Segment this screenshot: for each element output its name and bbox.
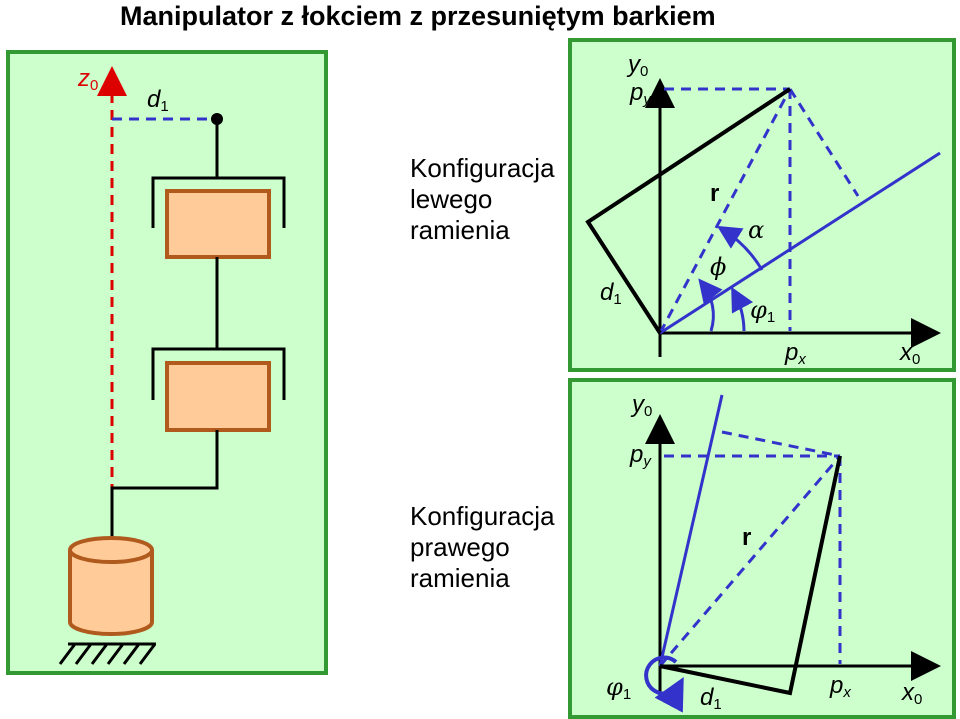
tr-phi1-label: φ1 — [750, 296, 775, 326]
ground-hatch — [58, 642, 157, 665]
page-title: Manipulator z łokciem z przesuniętym bar… — [120, 1, 716, 31]
br-phi1-arc — [644, 655, 684, 713]
br-phi1-label: φ1 — [606, 673, 631, 703]
top-right-panel: y0 py px x0 r α ϕ — [568, 38, 956, 372]
tr-perp-dash — [788, 88, 860, 197]
joint-lower-bracket — [151, 347, 286, 400]
tr-y0-label: y0 — [626, 51, 648, 80]
joint-lower — [165, 361, 271, 432]
tr-d1-label: d1 — [600, 279, 622, 308]
br-px-label: px — [829, 672, 851, 701]
joint-upper-bracket — [151, 176, 286, 228]
caption-left-arm: Konfiguracja lewego ramienia — [410, 153, 562, 245]
tr-r-label: r — [710, 180, 719, 207]
br-arm — [659, 455, 842, 696]
tr-phi1-arc — [731, 286, 754, 332]
tr-alpha-label: α — [748, 216, 764, 244]
br-d1-label: d1 — [700, 684, 722, 713]
br-y0-label: y0 — [630, 391, 652, 420]
tr-py-label: py — [629, 79, 652, 108]
left-panel: z0 d1 — [6, 50, 328, 675]
bottom-right-panel: y0 py px x0 r φ1 d1 — [568, 378, 956, 719]
top-right-panel-bg — [568, 38, 956, 372]
d1-label: d1 — [147, 86, 169, 115]
br-phi1-line — [658, 394, 724, 667]
br-x0-label: x0 — [901, 679, 922, 708]
tr-arm — [585, 87, 792, 335]
tr-phi-arc — [698, 278, 723, 332]
tr-x0-label: x0 — [899, 339, 920, 368]
br-r-dash — [658, 455, 842, 667]
link-lower — [110, 430, 219, 540]
tr-px-label: px — [784, 339, 806, 368]
tr-r-dash — [658, 88, 792, 334]
base-cylinder — [68, 536, 154, 636]
joint-upper — [165, 189, 271, 259]
tr-phi-label: ϕ — [710, 253, 726, 281]
z0-label: z0 — [77, 65, 98, 94]
caption-right-arm: Konfiguracja prawego ramienia — [410, 501, 562, 593]
br-py-label: py — [629, 441, 652, 470]
br-perp-dash — [721, 430, 841, 458]
br-r-label: r — [742, 524, 751, 551]
tr-alpha-arc — [716, 225, 764, 271]
